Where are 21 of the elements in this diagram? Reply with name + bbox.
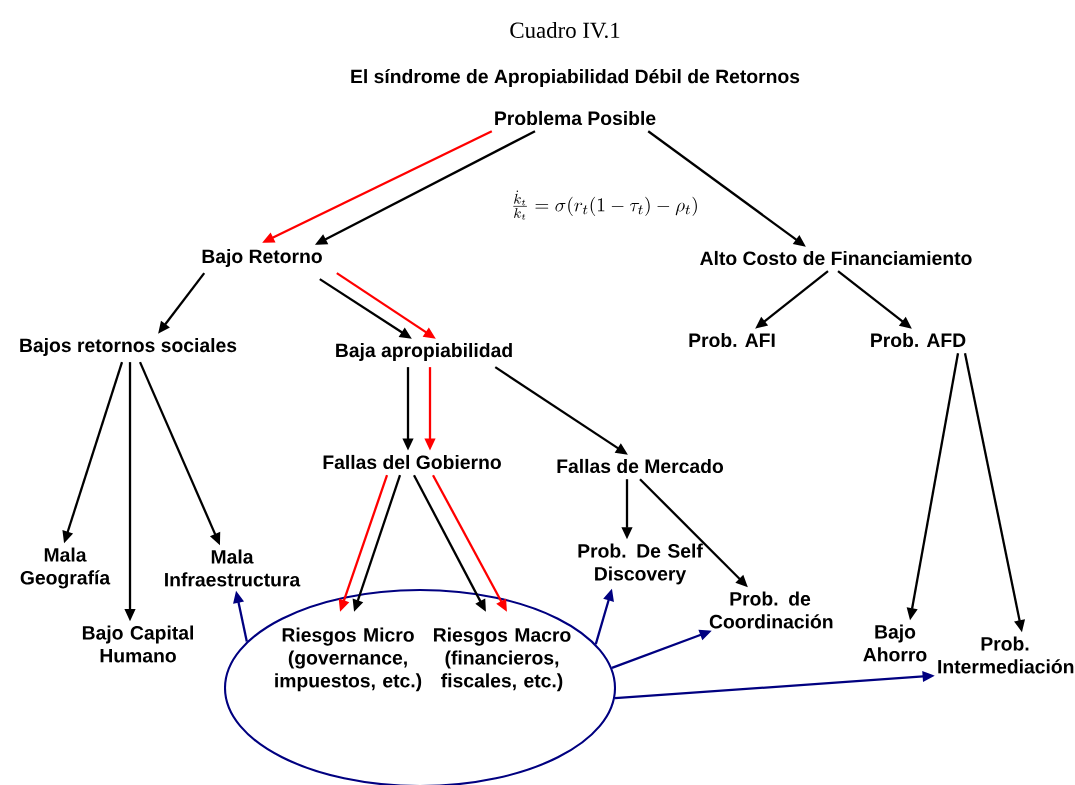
concept-label: Prob. de Coordinación [709, 591, 833, 629]
concept-label: Bajo Ahorro [863, 624, 927, 662]
title: Cuadro IV.1 [510, 21, 620, 39]
concept-label: Prob. AFD [871, 332, 966, 348]
concept-label: Mala Geografía [20, 547, 111, 589]
concept-label: Fallas de Mercado [557, 458, 723, 474]
concept-label: Alto Costo de Financiamiento [700, 250, 972, 266]
concept-label: Bajos retornos sociales [20, 338, 237, 356]
formula: $\frac{\dot{k}_t}{k_t} = \sigma(r_t(1-\tau_t)-\rho_t)$ [513, 190, 697, 220]
concept-label: Bajo Retorno [202, 249, 322, 267]
concept-label: Prob. De Self Discovery [578, 543, 703, 585]
concept-label: Problema Posible [495, 110, 656, 126]
concept-label: Mala Infraestructura [165, 549, 301, 587]
concept-label: Riesgos Macro (financieros, fiscales, etc.) [434, 627, 571, 692]
concept-label: Baja apropiabilidad [336, 343, 512, 361]
concept-label: Riesgos Micro (governance, impuestos, etc.) [275, 627, 422, 692]
subtitle: El síndrome de Apropiabilidad Débil de Retornos [351, 68, 800, 88]
concept-label: Bajo Capital Humano [82, 625, 193, 663]
concept-label: Fallas del Gobierno [323, 454, 501, 470]
concept-label: Prob. AFI [689, 332, 775, 348]
concept-label: Prob. Intermediación [938, 636, 1074, 674]
